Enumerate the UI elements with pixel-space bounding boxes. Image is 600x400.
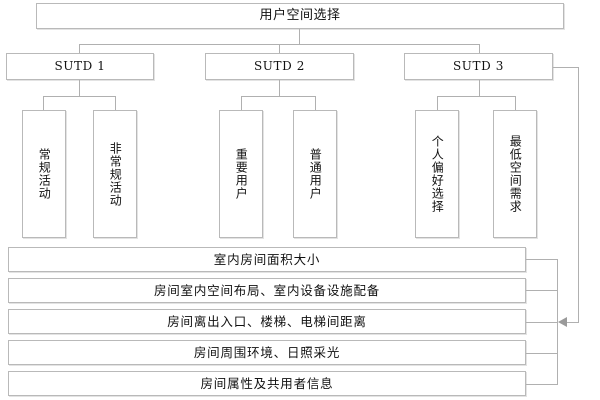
node-leaf-regular-activity-label: 常规活动 bbox=[37, 148, 52, 200]
node-leaf-important-user-label: 重要用户 bbox=[234, 148, 249, 200]
node-sutd3-label: SUTD 3 bbox=[452, 59, 504, 74]
arrowhead-into-criteria-bus bbox=[558, 317, 567, 327]
connector-criteria-collector-bus bbox=[557, 259, 558, 385]
node-sutd1[interactable]: SUTD 1 bbox=[6, 53, 154, 80]
connector-sutd3-feedback-down bbox=[578, 67, 579, 322]
node-criteria-interior-layout-label: 房间室内空间布局、室内设备设施配备 bbox=[153, 282, 381, 298]
connector-sutd2-stem bbox=[279, 80, 280, 96]
node-leaf-minimum-space-demand[interactable]: 最低空间需求 bbox=[493, 110, 537, 238]
node-leaf-important-user[interactable]: 重要用户 bbox=[219, 110, 263, 238]
connector-bar5-stub bbox=[526, 384, 558, 385]
connector-bar1-stub bbox=[526, 259, 558, 260]
node-sutd3[interactable]: SUTD 3 bbox=[404, 53, 553, 80]
connector-sutd1-drop-a bbox=[43, 96, 44, 110]
node-criteria-surrounding-environment-label: 房间周围环境、日照采光 bbox=[193, 344, 341, 360]
node-criteria-distance-to-access-label: 房间离出入口、楼梯、电梯间距离 bbox=[167, 313, 367, 329]
connector-sutd3-feedback-top bbox=[553, 67, 579, 68]
connector-bar3-stub bbox=[526, 322, 558, 323]
connector-sutd3-drop-b bbox=[515, 96, 516, 110]
node-criteria-room-area[interactable]: 室内房间面积大小 bbox=[8, 247, 526, 272]
connector-sutd3-drop-a bbox=[437, 96, 438, 110]
node-root-user-space-selection[interactable]: 用户空间选择 bbox=[36, 3, 564, 29]
connector-sutd3-feedback-in bbox=[566, 322, 579, 323]
node-leaf-minimum-space-demand-label: 最低空间需求 bbox=[508, 135, 523, 213]
node-leaf-irregular-activity[interactable]: 非常规活动 bbox=[93, 110, 137, 238]
node-criteria-interior-layout[interactable]: 房间室内空间布局、室内设备设施配备 bbox=[8, 278, 526, 303]
connector-sutd1-bus bbox=[43, 96, 115, 97]
node-root-label: 用户空间选择 bbox=[259, 8, 341, 24]
node-criteria-room-attributes[interactable]: 房间属性及共用者信息 bbox=[8, 371, 526, 396]
connector-root-stem bbox=[299, 29, 300, 44]
node-criteria-room-attributes-label: 房间属性及共用者信息 bbox=[200, 375, 334, 391]
connector-sutd3-bus bbox=[437, 96, 515, 97]
node-leaf-personal-preference-label: 个人偏好选择 bbox=[430, 135, 445, 213]
connector-sutd2-drop-a bbox=[241, 96, 242, 110]
connector-sutd3-stem bbox=[479, 80, 480, 96]
node-sutd2-label: SUTD 2 bbox=[253, 59, 305, 74]
connector-sutd2-drop-b bbox=[315, 96, 316, 110]
node-leaf-ordinary-user-label: 普通用户 bbox=[308, 148, 323, 200]
node-leaf-personal-preference[interactable]: 个人偏好选择 bbox=[415, 110, 459, 238]
node-criteria-surrounding-environment[interactable]: 房间周围环境、日照采光 bbox=[8, 340, 526, 365]
connector-sutd1-drop-b bbox=[115, 96, 116, 110]
connector-drop-sutd1 bbox=[79, 44, 80, 53]
node-leaf-ordinary-user[interactable]: 普通用户 bbox=[293, 110, 337, 238]
connector-sutd2-bus bbox=[241, 96, 315, 97]
node-criteria-room-area-label: 室内房间面积大小 bbox=[213, 251, 321, 267]
node-criteria-distance-to-access[interactable]: 房间离出入口、楼梯、电梯间距离 bbox=[8, 309, 526, 334]
connector-drop-sutd3 bbox=[479, 44, 480, 53]
node-sutd1-label: SUTD 1 bbox=[54, 59, 106, 74]
connector-drop-sutd2 bbox=[279, 44, 280, 53]
connector-sutd1-stem bbox=[79, 80, 80, 96]
node-sutd2[interactable]: SUTD 2 bbox=[205, 53, 354, 80]
node-leaf-irregular-activity-label: 非常规活动 bbox=[108, 141, 123, 207]
connector-bar2-stub bbox=[526, 290, 558, 291]
connector-bar4-stub bbox=[526, 353, 558, 354]
node-leaf-regular-activity[interactable]: 常规活动 bbox=[22, 110, 66, 238]
